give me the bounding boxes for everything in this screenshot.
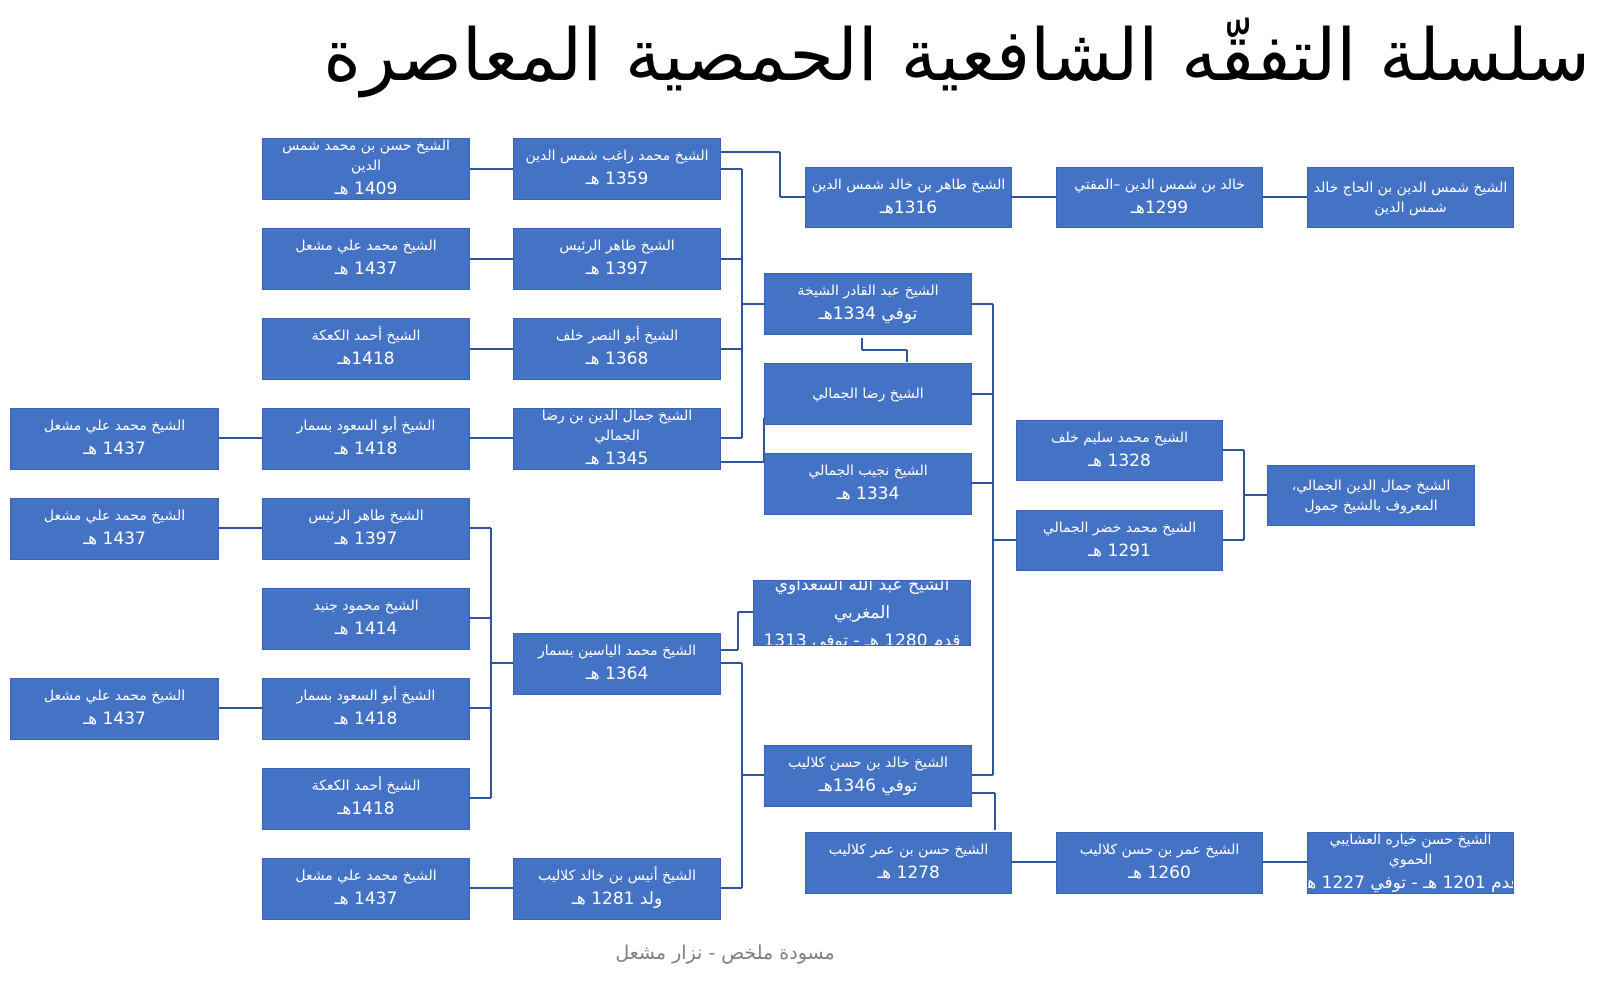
node-date: 1437 هـ [83, 709, 146, 729]
node-date: 1368 هـ [585, 349, 649, 369]
node-date: 1418هـ [337, 349, 395, 369]
node-abu-saud-b: الشيخ أبو السعود بسمار 1418 هـ [262, 678, 470, 740]
node-name: الشيخ نجيب الجمالي [808, 463, 928, 479]
node-ahmad-kaaka-a: الشيخ أحمد الكعكة 1418هـ [262, 318, 470, 380]
node-date: 1397 هـ [334, 529, 398, 549]
node-date: 1418 هـ [334, 709, 398, 729]
node-yasin-bismar: الشيخ محمد الياسين بسمار 1364 هـ [513, 633, 721, 695]
node-date: 1414 هـ [334, 619, 398, 639]
node-abu-saud-a: الشيخ أبو السعود بسمار 1418 هـ [262, 408, 470, 470]
node-hasan-khayara: الشيخ حسن خياره العشايبي الحموي قدم 1201… [1307, 832, 1514, 894]
node-date: قدم 1280 هـ - توفي 1313 [763, 631, 961, 646]
node-name: الشيخ محمد الياسين بسمار [538, 643, 696, 659]
node-date: 1291 هـ [1088, 540, 1151, 561]
node-jamal-rida: الشيخ جمال الدين بن رضا الجمالي 1345 هـ [513, 408, 721, 470]
node-ahmad-kaaka-b: الشيخ أحمد الكعكة 1418هـ [262, 768, 470, 830]
node-abdullah-maghribi: الشيخ عبد الله السعداوي المغربي قدم 1280… [753, 580, 971, 646]
node-najib-jamali: الشيخ نجيب الجمالي 1334 هـ [764, 453, 972, 515]
node-name: الشيخ عبد الله السعداوي المغربي [774, 580, 950, 623]
node-date: 1260 هـ [1128, 863, 1191, 883]
node-date: 1278 هـ [877, 863, 940, 883]
node-muhammad-ali-mashal-a: الشيخ محمد علي مشعل 1437 هـ [262, 228, 470, 290]
node-name: الشيخ حسن خياره العشايبي الحموي [1329, 832, 1492, 868]
node-date: قدم 1201 هـ - توفي 1227 هـ [1307, 873, 1513, 893]
node-name: الشيخ محمد علي مشعل [295, 868, 437, 884]
node-muhammad-ali-mashal-c: الشيخ محمد علي مشعل 1437 هـ [10, 498, 219, 560]
node-date: 1334 هـ [836, 484, 900, 504]
node-name: الشيخ أبو السعود بسمار [296, 418, 436, 434]
node-muhammad-ragheb: الشيخ محمد راغب شمس الدين 1359 هـ [513, 138, 721, 200]
node-name: الشيخ محمد راغب شمس الدين [525, 148, 709, 164]
node-muhammad-khudr: الشيخ محمد خضر الجمالي 1291 هـ [1016, 510, 1223, 571]
node-date: توفي 1334هـ [818, 304, 918, 324]
node-date: 1437 هـ [83, 439, 146, 459]
node-tahir-rais-b: الشيخ طاهر الرئيس 1397 هـ [262, 498, 470, 560]
node-date: 1409 هـ [334, 179, 398, 199]
node-name: الشيخ خالد بن حسن كلاليب [788, 755, 948, 771]
node-date: 1437 هـ [334, 889, 398, 909]
node-umar-kalalib: الشيخ عمر بن حسن كلاليب 1260 هـ [1056, 832, 1263, 894]
node-name: الشيخ طاهر بن خالد شمس الدين [811, 176, 1006, 193]
node-shams-din-haj: الشيخ شمس الدين بن الحاج خالد شمس الدين [1307, 167, 1514, 228]
footer-caption: مسودة ملخص - نزار مشعل [615, 942, 835, 964]
node-name: الشيخ شمس الدين بن الحاج خالد شمس الدين [1313, 179, 1508, 216]
node-name: الشيخ حسن بن عمر كلاليب [828, 842, 989, 858]
node-date: 1397 هـ [585, 259, 649, 279]
node-abu-nasr: الشيخ أبو النصر خلف 1368 هـ [513, 318, 721, 380]
node-date: 1437 هـ [334, 259, 398, 279]
node-name: الشيخ طاهر الرئيس [308, 508, 424, 524]
node-name: الشيخ طاهر الرئيس [559, 238, 675, 254]
node-date: 1328 هـ [1088, 450, 1151, 471]
node-hasan-ibn-muhammad: الشيخ حسن بن محمد شمس الدين 1409 هـ [262, 138, 470, 200]
node-abdulqadir: الشيخ عبد القادر الشيخة توفي 1334هـ [764, 273, 972, 335]
node-name: الشيخ محمد علي مشعل [43, 508, 186, 524]
node-tahir-khalid: الشيخ طاهر بن خالد شمس الدين 1316هـ [805, 167, 1012, 228]
node-date: 1316هـ [879, 197, 938, 218]
diagram-title: سلسلة التفقّه الشافعية الحمصية المعاصرة [323, 13, 1590, 97]
node-muhammad-salim: الشيخ محمد سليم خلف 1328 هـ [1016, 420, 1223, 481]
node-date: 1345 هـ [585, 449, 649, 469]
node-date: 1359 هـ [585, 169, 649, 189]
node-name: خالد بن شمس الدين –المفتي [1074, 176, 1245, 193]
node-name: الشيخ محمد علي مشعل [43, 688, 186, 704]
node-rida-jamali: الشيخ رضا الجمالي [764, 363, 972, 425]
node-date: توفي 1346هـ [818, 776, 918, 796]
node-jamal-jamul: الشيخ جمال الدين الجمالي، المعروف بالشيخ… [1267, 465, 1475, 526]
node-khalid-kalalib: الشيخ خالد بن حسن كلاليب توفي 1346هـ [764, 745, 972, 807]
node-name: الشيخ عمر بن حسن كلاليب [1079, 842, 1240, 858]
node-date: 1364 هـ [585, 664, 649, 684]
node-muhammad-ali-mashal-d: الشيخ محمد علي مشعل 1437 هـ [10, 678, 219, 740]
node-name: الشيخ جمال الدين الجمالي، المعروف بالشيخ… [1291, 477, 1451, 514]
node-name: الشيخ محمد سليم خلف [1051, 429, 1188, 446]
node-name: الشيخ رضا الجمالي [812, 386, 924, 402]
node-name: الشيخ أبو النصر خلف [555, 328, 679, 344]
node-name: الشيخ محمد علي مشعل [43, 418, 186, 434]
node-name: الشيخ جمال الدين بن رضا الجمالي [541, 408, 693, 444]
node-date: 1437 هـ [83, 529, 146, 549]
node-name: الشيخ أحمد الكعكة [311, 778, 421, 794]
node-name: الشيخ أحمد الكعكة [311, 328, 421, 344]
node-muhammad-ali-mashal-b: الشيخ محمد علي مشعل 1437 هـ [10, 408, 219, 470]
node-name: الشيخ أبو السعود بسمار [296, 688, 436, 704]
node-name: الشيخ أنيس بن خالد كلاليب [538, 868, 696, 884]
node-name: الشيخ محمود جنيد [313, 598, 419, 614]
node-date: ولد 1281 هـ [571, 889, 663, 909]
node-date: 1418هـ [337, 799, 395, 819]
node-anis-kalalib: الشيخ أنيس بن خالد كلاليب ولد 1281 هـ [513, 858, 721, 920]
node-hasan-umar-kalalib: الشيخ حسن بن عمر كلاليب 1278 هـ [805, 832, 1012, 894]
node-date: 1418 هـ [334, 439, 398, 459]
node-tahir-rais-a: الشيخ طاهر الرئيس 1397 هـ [513, 228, 721, 290]
node-name: الشيخ محمد خضر الجمالي [1042, 519, 1197, 536]
node-name: الشيخ عبد القادر الشيخة [797, 283, 939, 299]
node-muhammad-ali-mashal-e: الشيخ محمد علي مشعل 1437 هـ [262, 858, 470, 920]
node-khalid-mufti: خالد بن شمس الدين –المفتي 1299هـ [1056, 167, 1263, 228]
node-name: الشيخ محمد علي مشعل [295, 238, 437, 254]
node-mahmud-junaid: الشيخ محمود جنيد 1414 هـ [262, 588, 470, 650]
node-name: الشيخ حسن بن محمد شمس الدين [282, 138, 450, 174]
node-date: 1299هـ [1130, 197, 1189, 218]
